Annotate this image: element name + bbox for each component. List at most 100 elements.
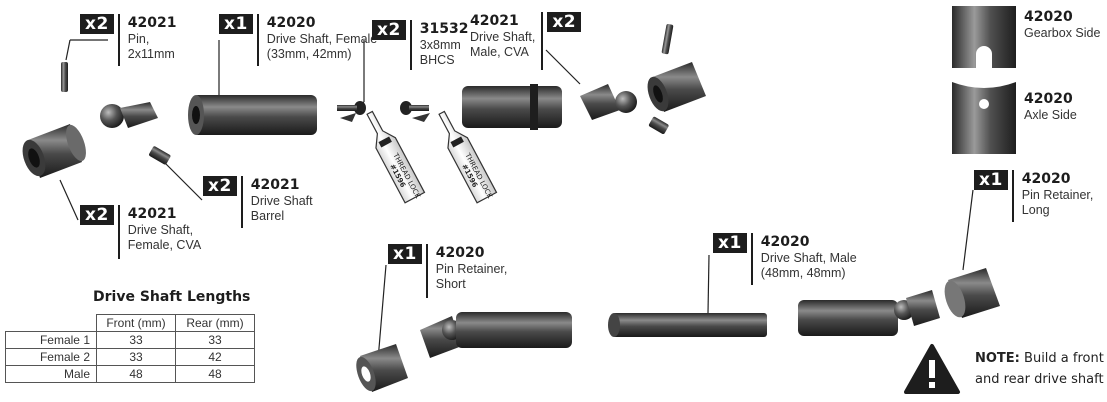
qty-badge: x1: [388, 244, 422, 264]
callout-bar: [240, 176, 243, 228]
callout-text: 42021 Drive Shaft, Female, CVA: [128, 205, 201, 253]
pin-retainer-short-part: [356, 344, 408, 392]
qty-badge: x1: [219, 14, 253, 34]
rear-value: 33: [175, 331, 255, 349]
part-desc-line: Long: [1021, 203, 1050, 217]
part-number: 42020: [435, 245, 485, 261]
callout-drive-shaft-male: x1 42020 Drive Shaft, Male (48mm, 48mm): [713, 233, 857, 285]
pin-part-right: [661, 24, 674, 55]
callout-text: 42021 Drive Shaft Barrel: [251, 176, 313, 224]
callout-text: 42021 Drive Shaft, Male, CVA: [470, 12, 535, 60]
table-title: Drive Shaft Lengths: [93, 289, 251, 305]
qty-badge: x2: [372, 20, 406, 40]
front-value: 48: [96, 365, 176, 383]
note: NOTE: Build a front and rear drive shaft: [905, 348, 1104, 390]
screw-part-left: [337, 101, 366, 122]
assembled-female-shaft-part-right: [798, 290, 940, 336]
part-desc-line: Short: [435, 277, 466, 291]
part-desc-line: Pin,: [127, 32, 150, 46]
column-header-front: Front (mm): [96, 314, 176, 332]
callout-gearbox-side: 42020 Gearbox Side: [1016, 8, 1100, 41]
part-number: 42020: [266, 15, 316, 31]
barrel-part-right: [648, 116, 669, 134]
qty-badge: x1: [974, 170, 1008, 190]
table-row: Female 1 33 33: [5, 331, 255, 349]
part-number: 42020: [1024, 9, 1073, 25]
callout-axle-side: 42020 Axle Side: [1016, 90, 1077, 123]
callout-drive-shaft-male-cva: x2 42021 Drive Shaft, Male, CVA: [470, 12, 582, 70]
callout-drive-shaft-female: x1 42020 Drive Shaft, Female (33mm, 42mm…: [219, 14, 377, 66]
part-number: 42021: [127, 15, 177, 31]
warning-icon: [904, 344, 960, 394]
part-number: 42021: [127, 206, 177, 222]
male-shaft-part: [608, 313, 767, 337]
callout-bar: [750, 233, 753, 285]
callout-bar: [117, 205, 120, 259]
callout-pin: x2 42021 Pin, 2x11mm: [80, 14, 177, 66]
female-cva-part-right: [647, 62, 706, 112]
qty-badge: x2: [203, 176, 237, 196]
callout-text: 42020 Pin Retainer, Short: [436, 244, 508, 292]
row-label: Female 2: [5, 348, 97, 366]
callout-barrel: x2 42021 Drive Shaft Barrel: [203, 176, 313, 228]
screw-part-right: [400, 101, 430, 122]
note-line-2: and rear drive shaft: [975, 372, 1104, 387]
callout-bar: [1011, 170, 1014, 222]
qty-badge: x2: [547, 12, 582, 32]
callout-bhcs: x2 31532 3x8mm BHCS: [372, 20, 469, 70]
column-header-rear: Rear (mm): [175, 314, 255, 332]
part-desc-line: Drive Shaft, Female: [266, 32, 378, 46]
rear-value: 42: [175, 348, 255, 366]
part-number: 42020: [1024, 91, 1073, 107]
part-desc-line: Drive Shaft, Male: [760, 251, 857, 265]
part-desc-line: Pin Retainer,: [1021, 188, 1094, 202]
row-label: Male: [5, 365, 97, 383]
callout-text: 42020 Drive Shaft, Male (48mm, 48mm): [761, 233, 857, 281]
callout-drive-shaft-female-cva: x2 42021 Drive Shaft, Female, CVA: [80, 205, 201, 259]
part-desc-line: 3x8mm: [419, 38, 461, 52]
pin-part: [61, 62, 68, 92]
callout-text: 42020 Axle Side: [1024, 90, 1077, 123]
qty-badge: x1: [713, 233, 747, 253]
table-row: Female 2 33 42: [5, 348, 255, 366]
drive-shaft-lengths-table: Front (mm) Rear (mm) Female 1 33 33 Fema…: [5, 314, 255, 383]
part-desc-line: 2x11mm: [127, 47, 175, 61]
part-number: 42020: [1021, 171, 1071, 187]
part-desc-line: Female, CVA: [127, 238, 202, 252]
assembled-female-shaft-part: [420, 312, 572, 358]
callout-text: 31532 3x8mm BHCS: [420, 20, 469, 68]
barrel-part: [149, 146, 171, 165]
part-desc-line: (33mm, 42mm): [266, 47, 352, 61]
callout-text: 42021 Pin, 2x11mm: [128, 14, 177, 62]
axle-side-swatch: [952, 82, 1016, 154]
rear-value: 48: [175, 365, 255, 383]
callout-text: 42020 Gearbox Side: [1024, 8, 1100, 41]
threadlock-bottle-left: THREAD LOCK #1596: [366, 110, 426, 204]
part-desc-line: Male, CVA: [470, 45, 529, 59]
callout-text: 42020 Pin Retainer, Long: [1022, 170, 1094, 218]
part-number: 42020: [760, 234, 810, 250]
callout-bar: [117, 14, 120, 66]
table-corner: [5, 314, 97, 332]
callout-bar: [409, 20, 412, 70]
table-header-row: Front (mm) Rear (mm): [5, 314, 255, 332]
table-row: Male 48 48: [5, 365, 255, 383]
qty-badge: x2: [80, 14, 114, 34]
male-cva-shaft-part: [462, 84, 637, 130]
note-line-1: Build a front: [1024, 351, 1104, 366]
part-desc-line: Drive Shaft,: [470, 30, 536, 44]
pin-retainer-long-part: [944, 268, 1000, 318]
part-desc-line: Axle Side: [1024, 108, 1077, 122]
part-number: 42021: [250, 177, 300, 193]
note-text: NOTE: Build a front and rear drive shaft: [975, 348, 1104, 390]
callout-text: 42020 Drive Shaft, Female (33mm, 42mm): [267, 14, 377, 62]
part-number: 42021: [470, 13, 519, 29]
female-shaft-part: [188, 95, 317, 135]
callout-bar: [425, 244, 428, 298]
callout-bar: [256, 14, 259, 66]
part-desc-line: BHCS: [419, 53, 455, 67]
front-value: 33: [96, 331, 176, 349]
callout-pin-retainer-long: x1 42020 Pin Retainer, Long: [974, 170, 1093, 222]
